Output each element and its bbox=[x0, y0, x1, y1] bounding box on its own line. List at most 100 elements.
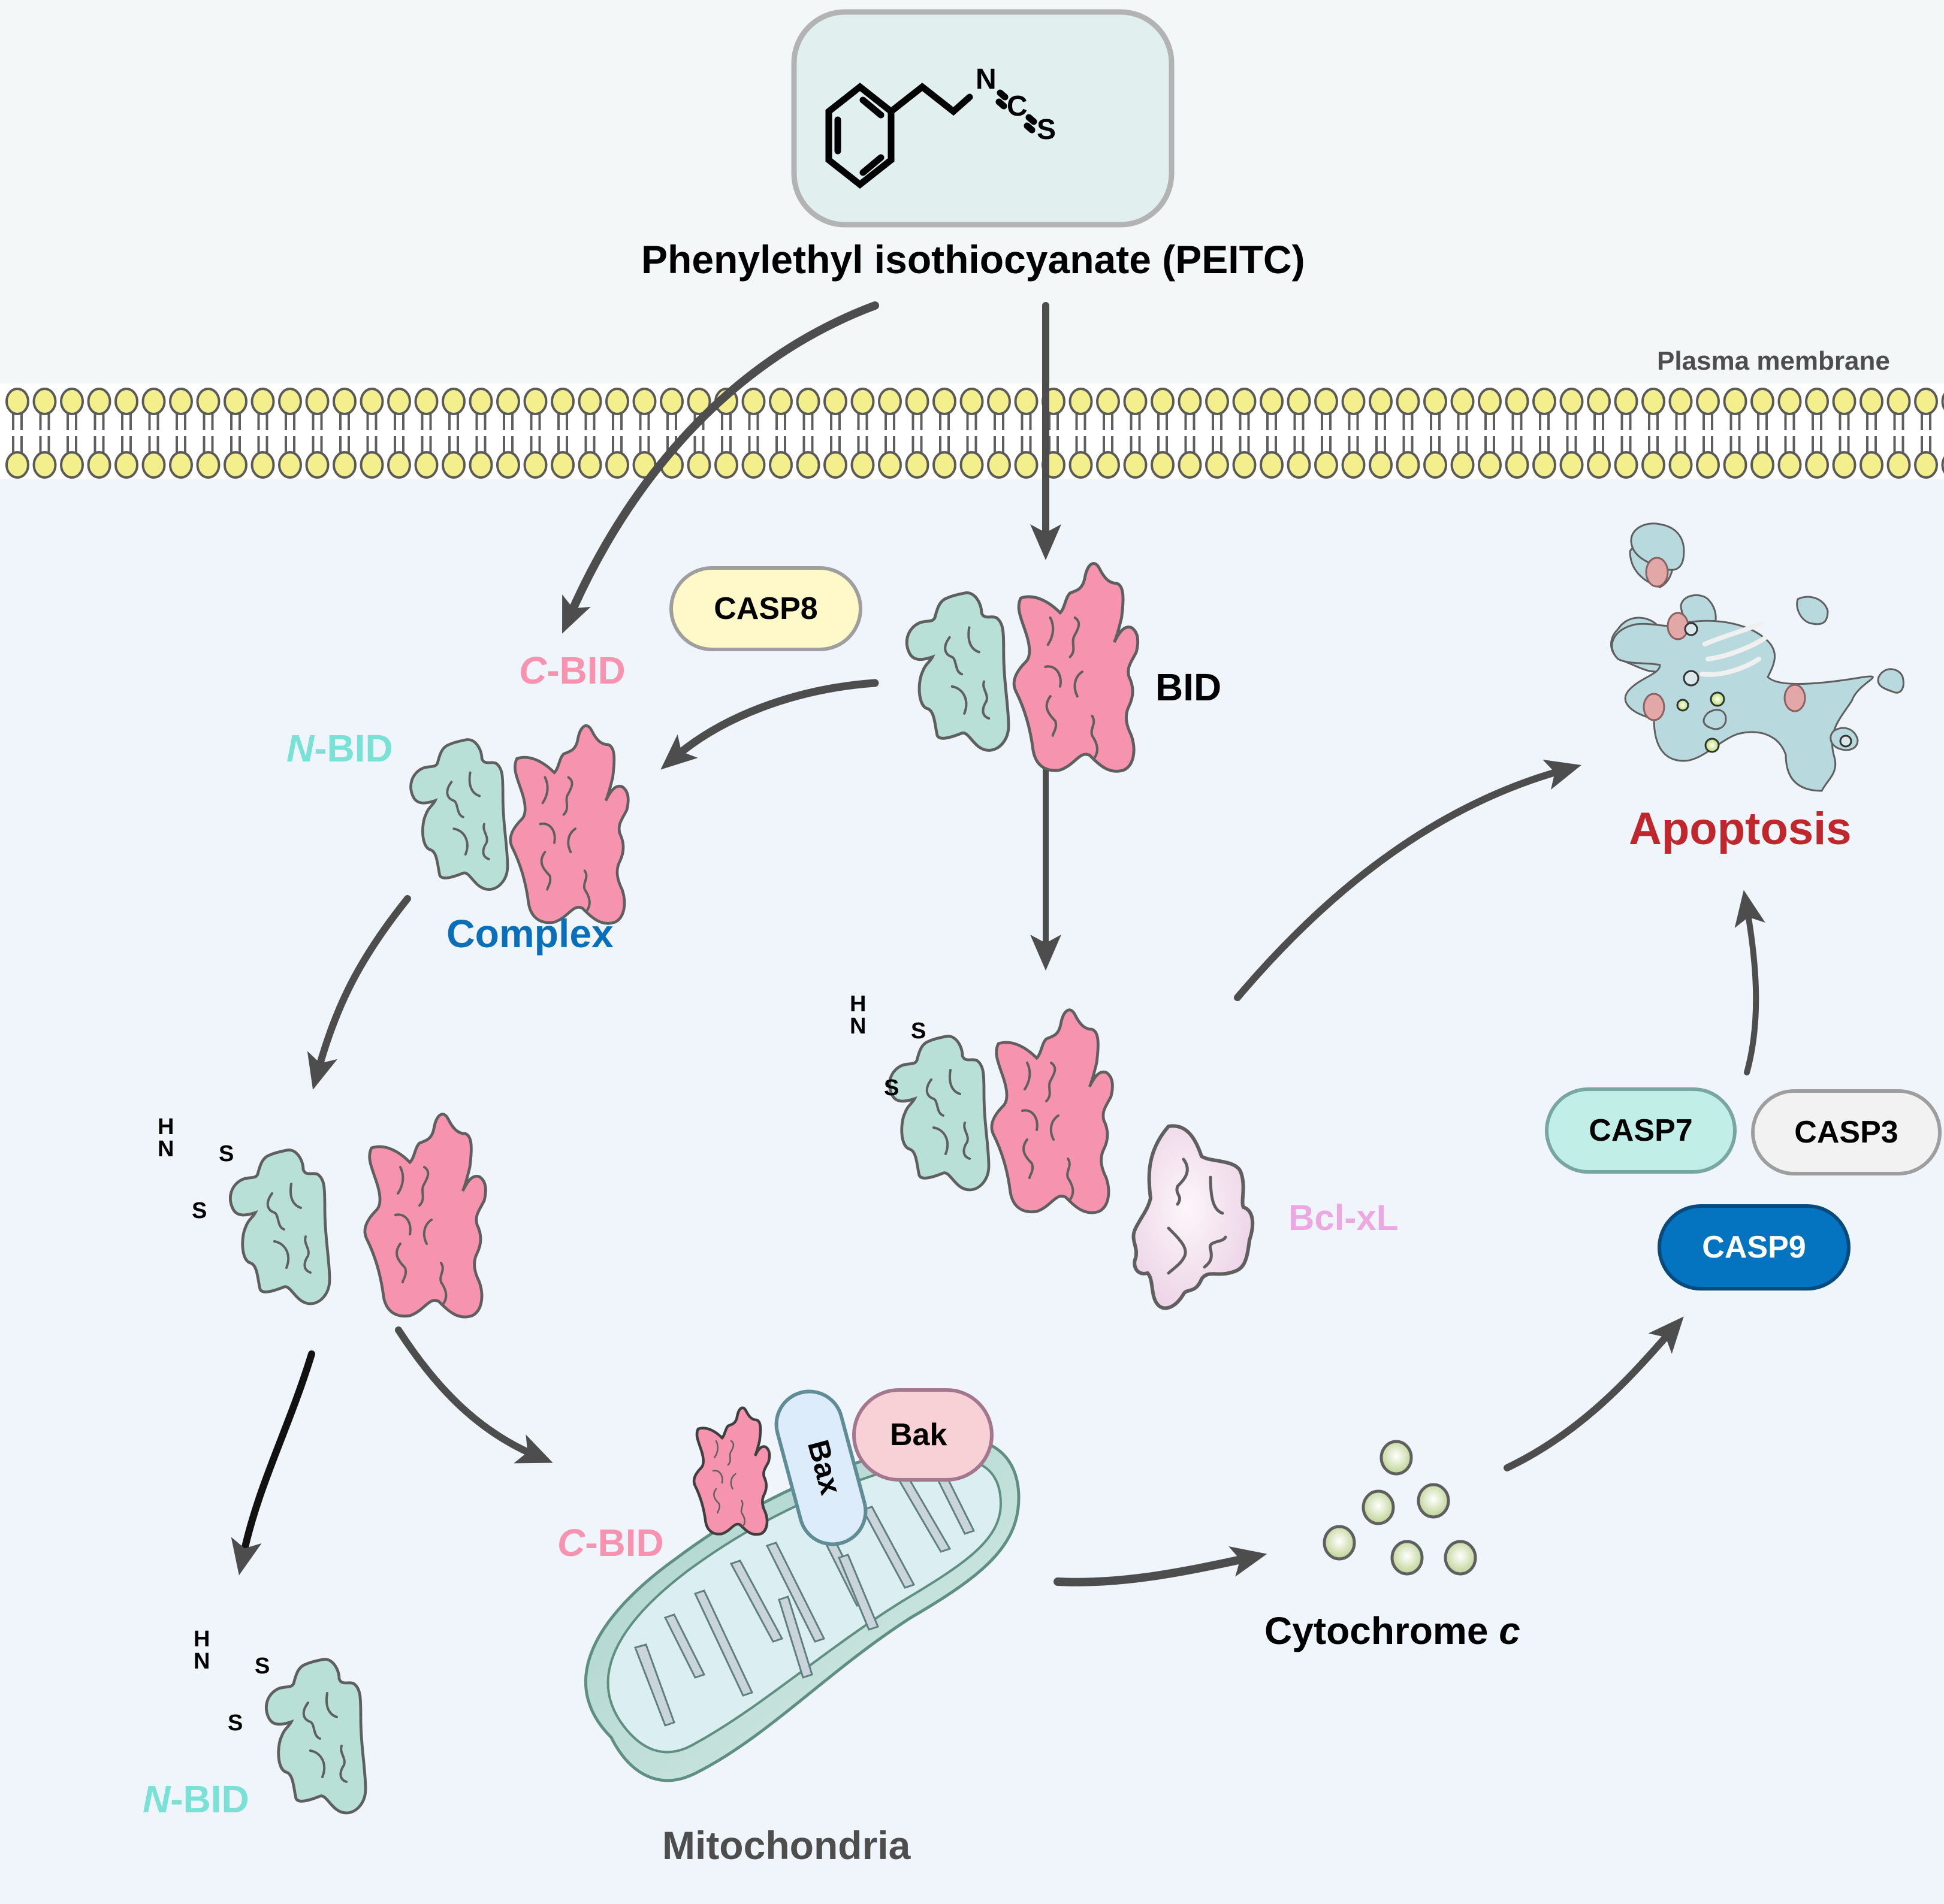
lipid bbox=[1369, 436, 1393, 479]
lipid bbox=[1096, 388, 1120, 430]
lipid bbox=[905, 388, 929, 430]
atom-h: H bbox=[158, 1114, 174, 1140]
n-bid-adduct-bottom bbox=[266, 1659, 366, 1813]
lipid bbox=[932, 436, 956, 479]
lipid bbox=[1314, 436, 1338, 479]
n-bid-label-bottom: N-BID bbox=[143, 1777, 249, 1821]
lipid bbox=[360, 388, 384, 430]
bid-protein bbox=[907, 563, 1137, 771]
lipid bbox=[1478, 388, 1502, 430]
cytochrome-c-label: Cytochrome c bbox=[1264, 1609, 1520, 1653]
lipid bbox=[250, 436, 275, 479]
lipid bbox=[905, 436, 929, 479]
cytochrome-c-icon bbox=[1323, 1440, 1477, 1576]
lipid bbox=[1532, 388, 1556, 430]
lipid bbox=[1068, 388, 1093, 430]
bak-label: Bak bbox=[890, 1418, 947, 1452]
complex-label: Complex bbox=[446, 911, 614, 956]
lipid bbox=[1614, 436, 1638, 479]
lipid bbox=[87, 436, 111, 479]
lipid bbox=[551, 388, 575, 430]
lipid bbox=[959, 436, 984, 479]
lipid bbox=[1587, 388, 1611, 430]
lipid bbox=[632, 388, 657, 430]
lipid bbox=[114, 388, 138, 430]
lipid bbox=[1396, 436, 1420, 479]
atom-h: H bbox=[194, 1627, 210, 1652]
lipid bbox=[1450, 436, 1475, 479]
lipid bbox=[1478, 436, 1502, 479]
lipid bbox=[1505, 388, 1529, 430]
casp3-label: CASP3 bbox=[1794, 1115, 1898, 1150]
lipid bbox=[5, 388, 29, 430]
casp7-badge: CASP7 bbox=[1545, 1087, 1737, 1174]
lipid bbox=[1505, 436, 1529, 479]
atom-n: N bbox=[194, 1649, 210, 1674]
lipid bbox=[60, 388, 84, 430]
lipid bbox=[1832, 388, 1857, 430]
lipid bbox=[1587, 436, 1611, 479]
lipid bbox=[1450, 388, 1475, 430]
lipid bbox=[850, 436, 875, 479]
lipid bbox=[1068, 436, 1093, 479]
lipid bbox=[387, 436, 411, 479]
lipid bbox=[823, 388, 847, 430]
lipid bbox=[333, 388, 357, 430]
lipid bbox=[414, 388, 439, 430]
lipid bbox=[1205, 388, 1229, 430]
lipid bbox=[387, 388, 411, 430]
lipid bbox=[687, 388, 711, 430]
n-bid-prefix: N bbox=[286, 727, 315, 770]
c-bid-free-left bbox=[365, 1114, 486, 1317]
atom-s: S bbox=[192, 1198, 207, 1223]
lipid bbox=[305, 436, 330, 479]
atom-s: S bbox=[219, 1141, 234, 1166]
lipid bbox=[1559, 436, 1584, 479]
lipid bbox=[769, 436, 793, 479]
lipid bbox=[169, 436, 193, 479]
lipid bbox=[578, 388, 602, 430]
n-bid-label-top: N-BID bbox=[286, 726, 393, 770]
lipid bbox=[987, 436, 1011, 479]
arrow-split-to-mito bbox=[395, 1326, 553, 1464]
lipid bbox=[496, 388, 520, 430]
apoptotic-organelles bbox=[1643, 557, 1852, 753]
lipid bbox=[1941, 456, 1944, 474]
lipid bbox=[1886, 436, 1911, 479]
lipid bbox=[959, 388, 984, 430]
lipid bbox=[1641, 388, 1665, 430]
atom-s: S bbox=[911, 1019, 926, 1044]
lipid bbox=[141, 436, 166, 479]
c-bid-mito-prefix: C bbox=[557, 1521, 585, 1564]
lipid bbox=[1668, 436, 1693, 479]
casp3-badge: CASP3 bbox=[1751, 1089, 1942, 1175]
lipid bbox=[169, 388, 193, 430]
c-bid-prefix: C bbox=[519, 649, 547, 692]
atom-s: S bbox=[1037, 114, 1056, 146]
arrow-bid-to-complex bbox=[660, 679, 879, 770]
arrow-adduct-to-apoptosis bbox=[1234, 759, 1581, 1001]
casp9-badge: CASP9 bbox=[1658, 1204, 1851, 1291]
lipid bbox=[1178, 388, 1202, 430]
lipid bbox=[250, 388, 275, 430]
lipid bbox=[60, 436, 84, 479]
atom-s: S bbox=[255, 1654, 270, 1679]
lipid bbox=[1805, 388, 1829, 430]
apoptotic-cell-icon bbox=[1610, 522, 1904, 792]
lipid bbox=[605, 388, 629, 430]
lipid bbox=[578, 436, 602, 479]
lipid bbox=[551, 436, 575, 479]
lipid bbox=[1777, 388, 1802, 430]
n-bid-suffix: -BID bbox=[314, 727, 393, 770]
lipid bbox=[1014, 388, 1039, 430]
plasma-membrane bbox=[0, 383, 1944, 479]
lipid bbox=[278, 436, 302, 479]
lipid bbox=[1860, 388, 1883, 430]
cytochrome-italic: c bbox=[1499, 1609, 1520, 1652]
lipid bbox=[878, 436, 902, 479]
lipid bbox=[1341, 388, 1366, 430]
mitochondria-label: Mitochondria bbox=[662, 1823, 911, 1867]
mitochondrion-icon bbox=[584, 1436, 1021, 1782]
bak-protein bbox=[852, 1388, 994, 1482]
arrow-mito-to-cytc bbox=[1053, 1546, 1267, 1586]
